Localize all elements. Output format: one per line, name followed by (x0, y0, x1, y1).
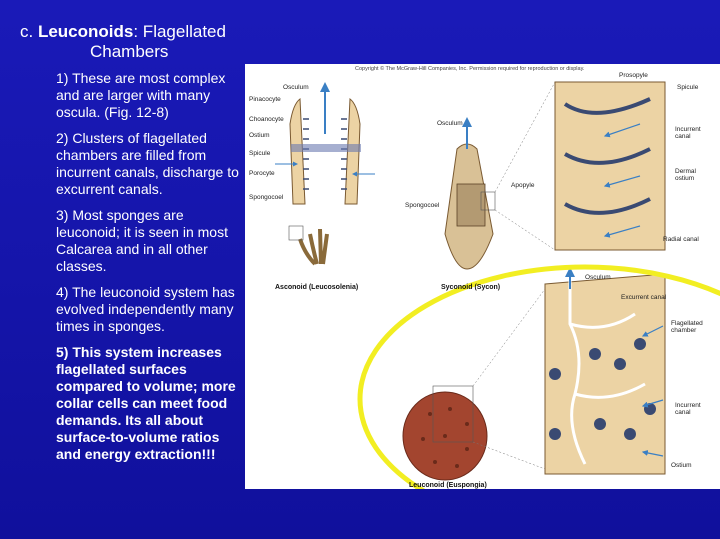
syconoid-detail (554, 81, 666, 251)
label-syconoid-incurrent-canal: Incurrent canal (675, 126, 701, 140)
syconoid-drawing (444, 81, 556, 270)
label-porocyte: Porocyte (249, 170, 275, 177)
point-2: 2) Clusters of flagellated chambers are … (56, 130, 239, 197)
title-prefix: c. (20, 22, 38, 41)
figure-illustration (275, 81, 720, 489)
label-detail-spicule: Spicule (677, 84, 699, 91)
point-5: 5) This system increases flagellated sur… (56, 344, 248, 463)
label-pinacocyte: Pinacocyte (249, 96, 281, 103)
label-ostium: Ostium (249, 132, 270, 139)
title-rest: : Flagellated (133, 22, 226, 41)
label-syconoid-osculum: Osculum (437, 120, 463, 127)
caption-leuconoid: Leuconoid (Euspongia) (409, 482, 487, 489)
title-bold: Leuconoids (37, 22, 134, 41)
label-excurrent-canal: Excurrent canal (621, 294, 667, 301)
label-apopyle: Apopyle (511, 182, 535, 189)
label-leuconoid-incurrent-canal: Incurrent canal (675, 402, 701, 416)
bullet-points: 1) These are most complex and are larger… (56, 70, 248, 472)
label-asconoid-osculum: Osculum (283, 84, 309, 91)
point-3: 3) Most sponges are leuconoid; it is see… (56, 207, 228, 274)
leuconoid-detail (544, 267, 666, 475)
point-5-prefix: 5) (56, 344, 73, 360)
highlight-ellipse (357, 264, 720, 489)
label-prosopyle: Prosopyle (619, 72, 648, 79)
label-radial-canal: Radial canal (663, 236, 699, 243)
title-line2: Chambers (90, 42, 169, 61)
sponge-figure: Copyright © The McGraw-Hill Companies, I… (245, 64, 720, 489)
leuconoid-sponge-drawing (402, 288, 546, 481)
caption-syconoid: Syconoid (Sycon) (441, 284, 501, 291)
asconoid-drawing (275, 82, 375, 266)
label-dermal-ostium: Dermal ostium (675, 168, 696, 182)
label-asconoid-spongocoel: Spongocoel (249, 194, 284, 201)
label-leuconoid-ostium: Ostium (671, 462, 692, 469)
label-asconoid-spicule: Spicule (249, 150, 271, 157)
caption-asconoid: Asconoid (Leucosolenia) (275, 284, 359, 291)
label-leuconoid-osculum: Osculum (585, 274, 611, 281)
point-5-text: This system increases flagellated surfac… (56, 344, 236, 462)
label-flagellated-chamber: Flagellated chamber (671, 320, 703, 334)
slide-title: c. Leuconoids: Flagellated Chambers (20, 22, 250, 62)
copyright-notice: Copyright © The McGraw-Hill Companies, I… (355, 66, 585, 72)
point-1: 1) These are most complex and are larger… (56, 70, 226, 120)
point-4: 4) The leuconoid system has evolved inde… (56, 284, 235, 334)
label-syconoid-spongocoel: Spongocoel (405, 202, 440, 209)
label-choanocyte: Choanocyte (249, 116, 284, 123)
